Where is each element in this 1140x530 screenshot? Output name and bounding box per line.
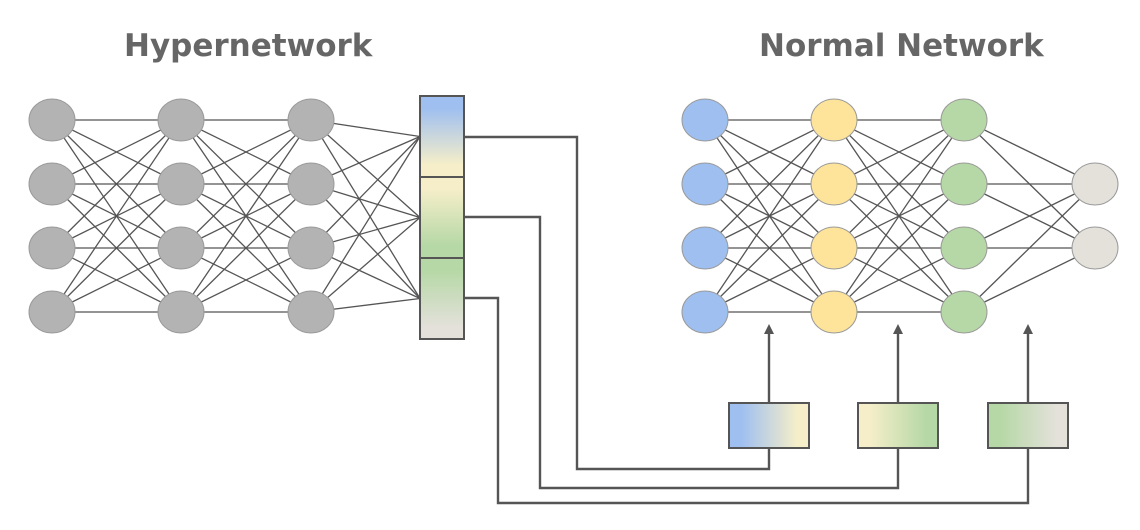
normal-network-edge bbox=[704, 119, 835, 313]
hypernetwork-edge bbox=[180, 119, 312, 249]
normal-network-node bbox=[681, 290, 729, 334]
hypernetwork-edge bbox=[51, 119, 182, 185]
hypernetwork-edge bbox=[180, 119, 312, 313]
normal-network-edge bbox=[963, 247, 1096, 313]
hypernetwork-edge bbox=[51, 183, 182, 313]
connectors-layer bbox=[464, 135, 1033, 505]
normal-network-edge bbox=[963, 183, 1096, 249]
weights-3-box bbox=[987, 402, 1069, 449]
hypernetwork-node bbox=[157, 290, 205, 334]
hypernetwork-node bbox=[157, 162, 205, 206]
normal-network-node bbox=[681, 226, 729, 270]
normal-network-node bbox=[810, 162, 858, 206]
edges-layer bbox=[51, 119, 1096, 313]
hypernetwork-edge bbox=[51, 247, 182, 313]
hypernetwork-output-edge bbox=[310, 136, 421, 313]
normal-network-node bbox=[810, 290, 858, 334]
hypernetwork-edge bbox=[51, 119, 182, 249]
normal-network-edge bbox=[833, 247, 965, 313]
weights-1-box bbox=[728, 402, 810, 449]
connector-segment-3 bbox=[464, 296, 1030, 505]
hypernetwork-node bbox=[28, 226, 76, 270]
normal-network-edge bbox=[704, 119, 835, 249]
normal-network-title: Normal Network bbox=[759, 28, 1044, 64]
normal-network-edge bbox=[963, 183, 1096, 313]
hypernetwork-output-edge bbox=[310, 136, 421, 249]
hypernetwork-title: Hypernetwork bbox=[124, 28, 373, 64]
hypernetwork-edge bbox=[51, 119, 182, 313]
normal-network-node bbox=[940, 290, 988, 334]
normal-network-edge bbox=[704, 183, 835, 313]
normal-network-edge bbox=[833, 119, 965, 313]
connector-segment-1 bbox=[464, 135, 771, 471]
normal-network-node bbox=[1071, 162, 1119, 206]
hypernetwork-node bbox=[287, 226, 335, 270]
hypernetwork-edge bbox=[180, 247, 312, 313]
hypernetwork-output-edge bbox=[310, 217, 421, 313]
hypernetwork-output-edge bbox=[310, 183, 421, 299]
normal-network-edge bbox=[833, 119, 965, 185]
normal-network-node bbox=[940, 162, 988, 206]
weights-2-box bbox=[857, 402, 939, 449]
normal-network-edge bbox=[833, 119, 965, 249]
hypernetwork-node bbox=[287, 290, 335, 334]
hypernetwork-output-segment-3 bbox=[419, 257, 465, 340]
hypernetwork-node bbox=[157, 98, 205, 142]
hypernetwork-node bbox=[28, 162, 76, 206]
normal-network-node bbox=[810, 98, 858, 142]
normal-network-node bbox=[681, 162, 729, 206]
normal-network-node bbox=[940, 98, 988, 142]
normal-network-edge bbox=[704, 119, 835, 185]
normal-network-edge bbox=[963, 119, 1096, 185]
hypernetwork-output-edge bbox=[310, 119, 421, 299]
hypernetwork-node bbox=[157, 226, 205, 270]
connector-segment-2 bbox=[464, 215, 900, 490]
boxes-layer bbox=[419, 95, 1069, 449]
hypernetwork-output-segment-2 bbox=[419, 176, 465, 259]
normal-network-node bbox=[810, 226, 858, 270]
hypernetwork-output-segment-1 bbox=[419, 95, 465, 178]
hypernetwork-node bbox=[287, 98, 335, 142]
hypernetwork-edge bbox=[180, 183, 312, 313]
hypernetwork-edge bbox=[180, 119, 312, 185]
normal-network-node bbox=[681, 98, 729, 142]
hypernetwork-node bbox=[287, 162, 335, 206]
normal-network-node bbox=[1071, 226, 1119, 270]
normal-network-node bbox=[940, 226, 988, 270]
hypernetwork-node bbox=[28, 290, 76, 334]
nodes-layer bbox=[28, 98, 1119, 334]
hypernetwork-node bbox=[28, 98, 76, 142]
normal-network-edge bbox=[704, 247, 835, 313]
normal-network-edge bbox=[833, 183, 965, 313]
hypernetwork-output-edge bbox=[310, 119, 421, 218]
